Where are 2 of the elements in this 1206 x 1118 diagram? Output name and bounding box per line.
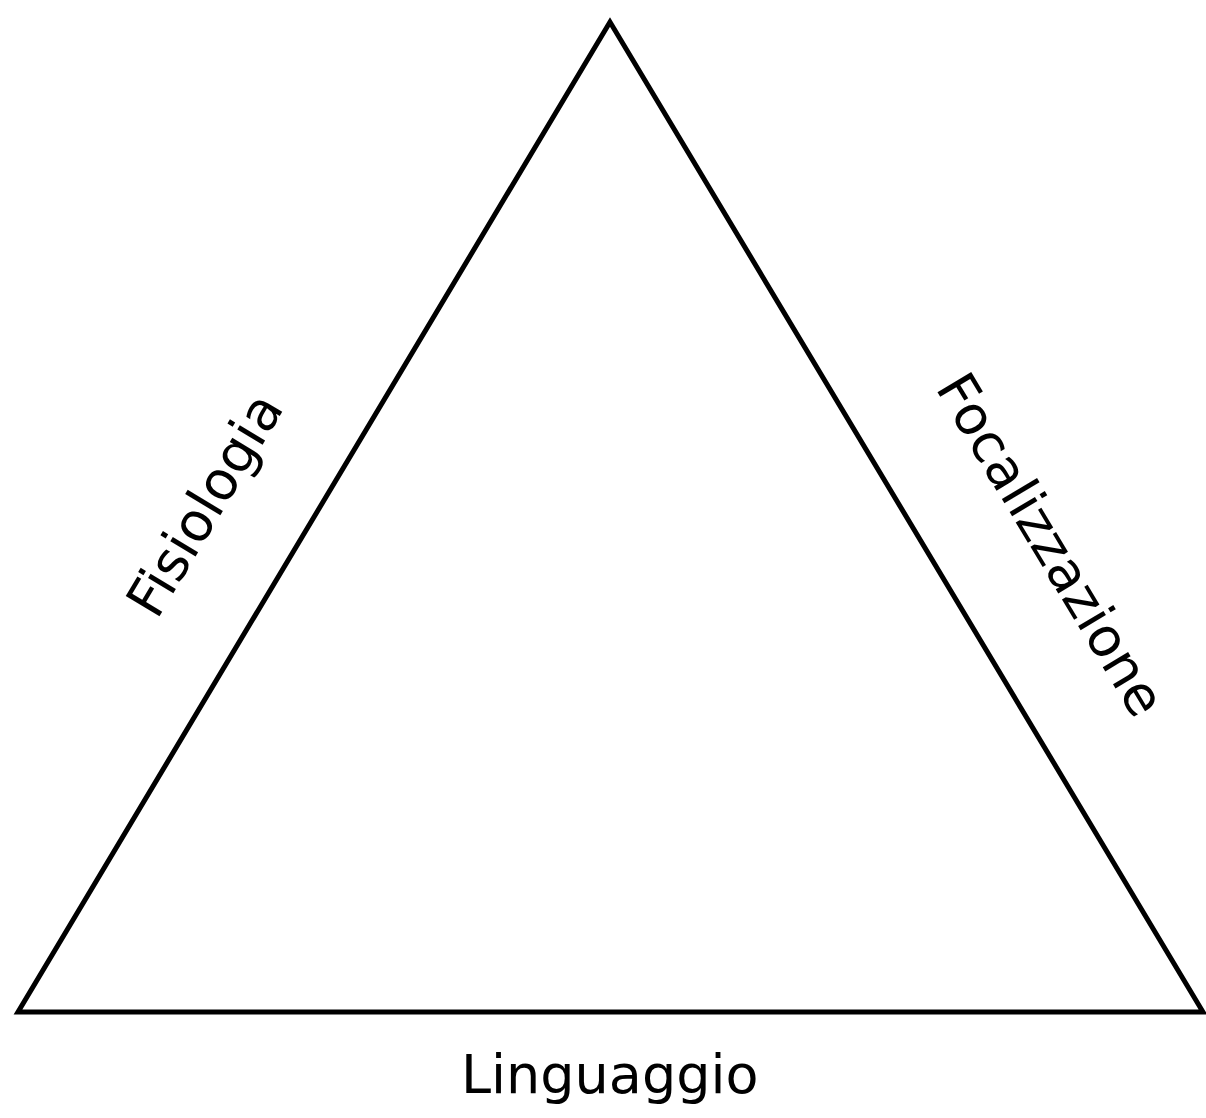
triangle-outline bbox=[13, 17, 1206, 1015]
side-label: Linguaggio bbox=[461, 1048, 759, 1102]
